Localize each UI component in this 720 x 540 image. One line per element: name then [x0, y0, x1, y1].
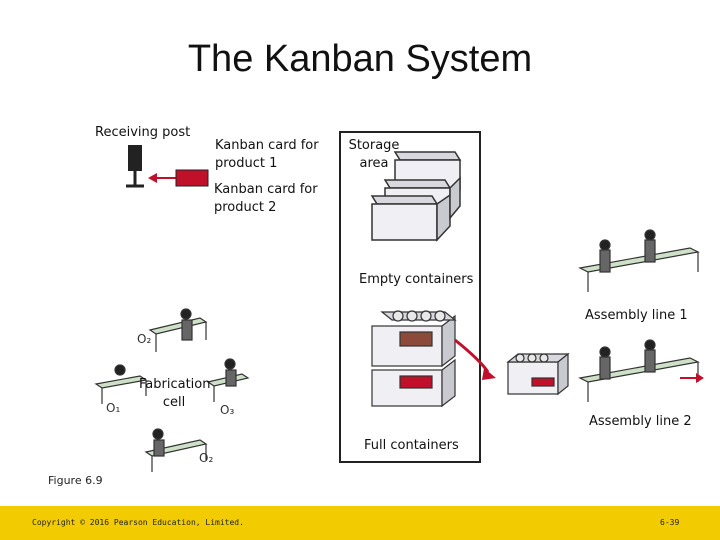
footer-bar — [0, 506, 720, 540]
kanban-card-icon — [175, 169, 209, 187]
assembly-line-2-label: Assembly line 2 — [589, 414, 692, 429]
delivery-arrow-head — [482, 368, 496, 380]
receiving-post-icon — [126, 145, 144, 188]
assembly-line-1-label: Assembly line 1 — [585, 308, 688, 323]
kanban-card-product2-label: Kanban card for product 2 — [214, 182, 318, 215]
fabrication-cell-label: Fabrication cell — [139, 377, 211, 410]
footer-page-number: 6-39 — [660, 518, 680, 527]
fabrication-cell-icon — [94, 308, 250, 472]
empty-containers-label: Empty containers — [359, 272, 474, 287]
operator-o1-label: O₁ — [106, 401, 121, 415]
assembly-line-2-icon — [578, 339, 704, 402]
storage-area-boundary — [339, 131, 481, 463]
full-containers-label: Full containers — [364, 438, 459, 453]
kanban-card-product1-label: Kanban card for product 1 — [215, 138, 319, 171]
operator-o2-top-label: O₂ — [137, 332, 152, 346]
receiving-post-label: Receiving post — [95, 125, 191, 140]
assembly-line-1-icon — [578, 229, 700, 292]
delivery-arrow — [454, 338, 490, 373]
figure-caption: Figure 6.9 — [48, 474, 103, 487]
empty-containers-icon — [370, 151, 462, 242]
operator-o3-label: O₃ — [220, 403, 235, 417]
card-to-post-arrow — [148, 173, 176, 183]
kanban-diagram — [94, 131, 704, 472]
footer-copyright: Copyright © 2016 Pearson Education, Limi… — [32, 518, 244, 527]
storage-area-label: Storage area — [348, 138, 400, 171]
slide-title: The Kanban System — [187, 38, 533, 80]
operator-o2-bottom-label: O₂ — [199, 451, 214, 465]
delivered-container-icon — [506, 352, 570, 396]
full-containers-icon — [371, 310, 457, 408]
